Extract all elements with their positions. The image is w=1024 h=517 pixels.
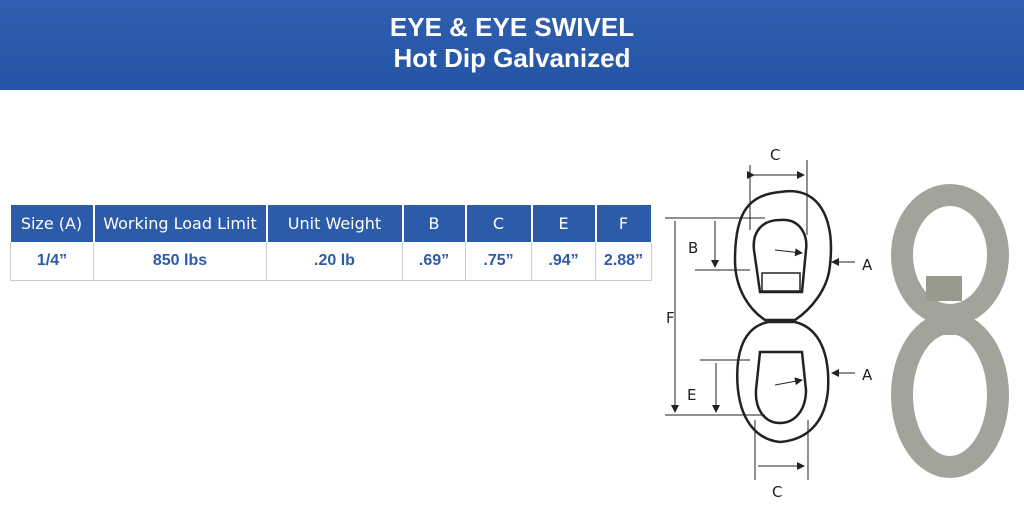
label-a-top: A [862, 256, 873, 274]
dimension-drawing [665, 160, 855, 480]
spec-table: Size (A) Working Load Limit Unit Weight … [10, 205, 653, 281]
col-weight: Unit Weight [266, 205, 404, 242]
cell-size: 1/4” [10, 242, 94, 281]
table-row: 1/4” 850 lbs .20 lb .69” .75” .94” 2.88” [10, 242, 652, 281]
col-wll: Working Load Limit [93, 205, 268, 242]
swivel-photo [891, 184, 1009, 478]
cell-e: .94” [531, 242, 596, 281]
label-b: B [688, 239, 698, 257]
cell-weight: .20 lb [266, 242, 403, 281]
label-f: F [666, 309, 675, 327]
col-c: C [465, 205, 533, 242]
label-e: E [687, 386, 696, 404]
col-e: E [531, 205, 597, 242]
col-size: Size (A) [10, 205, 95, 242]
col-f: F [595, 205, 653, 242]
swivel-illustration: C B F E A A C [665, 146, 1009, 501]
cell-f: 2.88” [595, 242, 652, 281]
product-title: EYE & EYE SWIVEL [389, 12, 635, 42]
cell-b: .69” [402, 242, 466, 281]
label-c-bottom: C [772, 483, 782, 501]
cell-c: .75” [465, 242, 532, 281]
table-header-row: Size (A) Working Load Limit Unit Weight … [10, 205, 653, 242]
col-b: B [402, 205, 467, 242]
cell-wll: 850 lbs [93, 242, 267, 281]
label-a-bottom: A [862, 366, 873, 384]
product-subtitle: Hot Dip Galvanized [393, 43, 631, 73]
title-banner: EYE & EYE SWIVEL Hot Dip Galvanized [0, 0, 1024, 90]
label-c-top: C [770, 146, 780, 164]
